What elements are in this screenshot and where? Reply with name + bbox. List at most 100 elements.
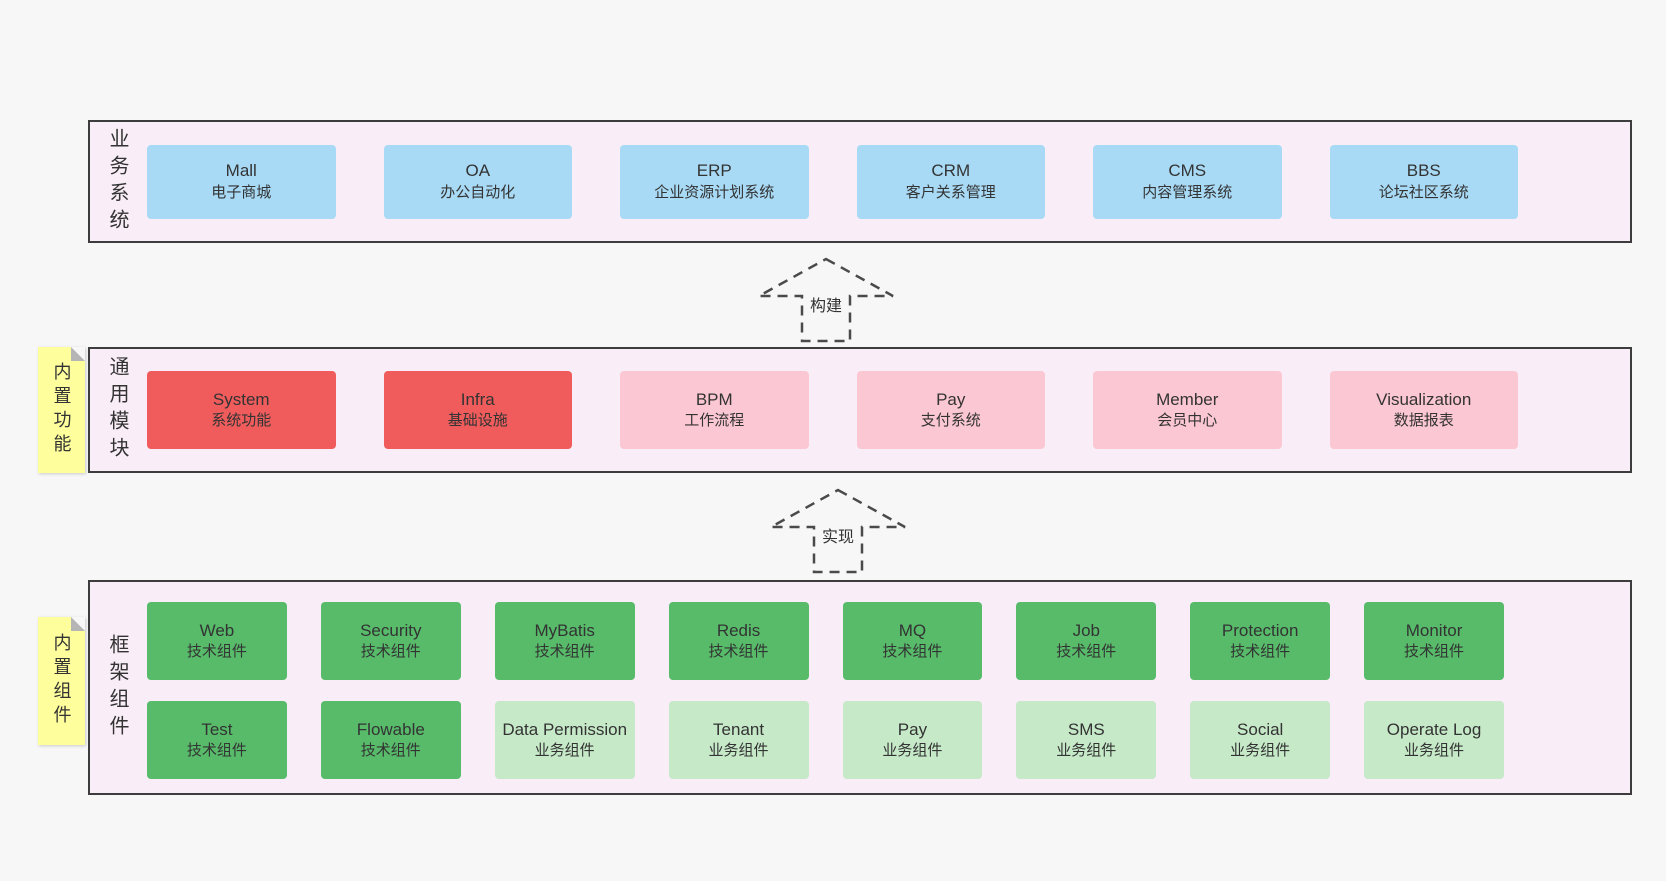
box-subtitle: 技术组件 [534, 643, 595, 661]
band-components-label: 框架组件 [106, 633, 128, 742]
box-subtitle: 论坛社区系统 [1378, 183, 1469, 201]
box-subtitle: 技术组件 [1056, 643, 1117, 661]
box-title: Tenant [713, 719, 765, 739]
box-sms: SMS 业务组件 [1016, 701, 1157, 779]
box-subtitle: 技术组件 [360, 643, 421, 661]
box-title: CMS [1168, 161, 1207, 181]
box-subtitle: 企业资源计划系统 [654, 183, 775, 201]
box-title: Redis [716, 620, 761, 640]
box-title: Mall [225, 161, 257, 181]
box-title: Visualization [1376, 389, 1472, 409]
box-title: BBS [1406, 161, 1441, 181]
arrow-build-label: 构建 [805, 291, 847, 317]
box-title: System [212, 389, 270, 409]
box-title: CRM [931, 161, 971, 181]
box-subtitle: 技术组件 [708, 643, 769, 661]
box-title: Data Permission [502, 719, 628, 739]
box-mq: MQ 技术组件 [842, 602, 983, 680]
box-subtitle: 业务组件 [1404, 742, 1465, 760]
box-title: Security [360, 620, 422, 640]
box-subtitle: 数据报表 [1393, 412, 1454, 430]
box-web: Web 技术组件 [147, 602, 287, 680]
band-modules-content: System 系统功能 Infra 基础设施 BPM 工作流程 Pay 支付系统… [147, 349, 1518, 471]
band-modules-label: 通用模块 [106, 356, 128, 464]
box-subtitle: 业务组件 [882, 742, 943, 760]
box-subtitle: 会员中心 [1157, 412, 1218, 430]
box-security: Security 技术组件 [320, 602, 461, 680]
sticky-built-in-components: 内置组件 [38, 617, 85, 745]
box-title: Pay [936, 389, 966, 409]
box-operate-log: Operate Log 业务组件 [1364, 701, 1504, 779]
box-system: System 系统功能 [147, 371, 336, 449]
sticky-label: 内置组件 [51, 633, 72, 729]
box-title: MyBatis [534, 620, 595, 640]
box-subtitle: 业务组件 [534, 742, 595, 760]
box-title: Infra [460, 389, 495, 409]
arrow-implement: 实现 [768, 487, 908, 575]
box-cms: CMS 内容管理系统 [1093, 144, 1282, 219]
box-subtitle: 技术组件 [186, 643, 247, 661]
band-common-modules: 通用模块 System 系统功能 Infra 基础设施 BPM 工作流程 Pay… [88, 347, 1632, 473]
band-business-content: Mall 电子商城 OA 办公自动化 ERP 企业资源计划系统 CRM 客户关系… [147, 122, 1518, 241]
box-title: BPM [695, 389, 733, 409]
sticky-built-in-features: 内置功能 [38, 347, 85, 473]
sticky-label: 内置功能 [51, 362, 72, 458]
box-title: Pay [897, 719, 928, 739]
box-pay-system: Pay 支付系统 [856, 371, 1045, 449]
box-bpm: BPM 工作流程 [620, 371, 809, 449]
box-title: Member [1156, 389, 1219, 409]
box-social: Social 业务组件 [1190, 701, 1331, 779]
box-subtitle: 技术组件 [1230, 643, 1291, 661]
band-business-label: 业务系统 [106, 127, 128, 236]
box-title: Protection [1221, 620, 1299, 640]
box-protection: Protection 技术组件 [1190, 602, 1331, 680]
box-bbs: BBS 论坛社区系统 [1329, 144, 1518, 219]
box-job: Job 技术组件 [1016, 602, 1157, 680]
box-subtitle: 业务组件 [1230, 742, 1291, 760]
box-subtitle: 支付系统 [920, 412, 981, 430]
box-subtitle: 技术组件 [360, 742, 421, 760]
box-subtitle: 客户关系管理 [905, 183, 996, 201]
arrow-build: 构建 [756, 256, 896, 344]
arrow-implement-label: 实现 [817, 522, 859, 548]
box-member: Member 会员中心 [1093, 371, 1282, 449]
box-test: Test 技术组件 [147, 701, 287, 779]
box-title: Web [199, 620, 235, 640]
box-title: ERP [696, 161, 732, 181]
box-subtitle: 业务组件 [708, 742, 769, 760]
box-visualization: Visualization 数据报表 [1329, 371, 1518, 449]
band-business-systems: 业务系统 Mall 电子商城 OA 办公自动化 ERP 企业资源计划系统 CRM… [88, 120, 1632, 243]
box-infra: Infra 基础设施 [383, 371, 572, 449]
box-subtitle: 业务组件 [1056, 742, 1117, 760]
box-title: Job [1072, 620, 1101, 640]
box-tenant: Tenant 业务组件 [668, 701, 809, 779]
box-subtitle: 技术组件 [1404, 643, 1465, 661]
box-title: Flowable [356, 719, 425, 739]
box-crm: CRM 客户关系管理 [856, 144, 1045, 219]
band-framework-components: 框架组件 Web 技术组件 Security 技术组件 MyBatis 技术组件… [88, 580, 1632, 795]
box-subtitle: 基础设施 [447, 412, 508, 430]
box-subtitle: 办公自动化 [440, 183, 516, 201]
box-title: OA [465, 161, 491, 181]
box-title: Monitor [1405, 620, 1463, 640]
box-redis: Redis 技术组件 [668, 602, 809, 680]
box-title: SMS [1067, 719, 1105, 739]
components-row-1: Web 技术组件 Security 技术组件 MyBatis 技术组件 Redi… [147, 602, 1504, 680]
box-flowable: Flowable 技术组件 [320, 701, 461, 779]
box-subtitle: 系统功能 [211, 412, 272, 430]
box-title: MQ [898, 620, 927, 640]
box-pay-component: Pay 业务组件 [842, 701, 983, 779]
box-title: Test [201, 719, 233, 739]
box-monitor: Monitor 技术组件 [1364, 602, 1504, 680]
box-subtitle: 技术组件 [882, 643, 943, 661]
up-arrow-icon [758, 257, 894, 343]
up-arrow-icon [770, 488, 906, 574]
box-mybatis: MyBatis 技术组件 [494, 602, 635, 680]
box-title: Operate Log [1386, 719, 1482, 739]
box-oa: OA 办公自动化 [383, 144, 572, 219]
components-row-2: Test 技术组件 Flowable 技术组件 Data Permission … [147, 701, 1504, 779]
box-data-permission: Data Permission 业务组件 [494, 701, 635, 779]
box-erp: ERP 企业资源计划系统 [620, 144, 809, 219]
box-subtitle: 技术组件 [186, 742, 247, 760]
